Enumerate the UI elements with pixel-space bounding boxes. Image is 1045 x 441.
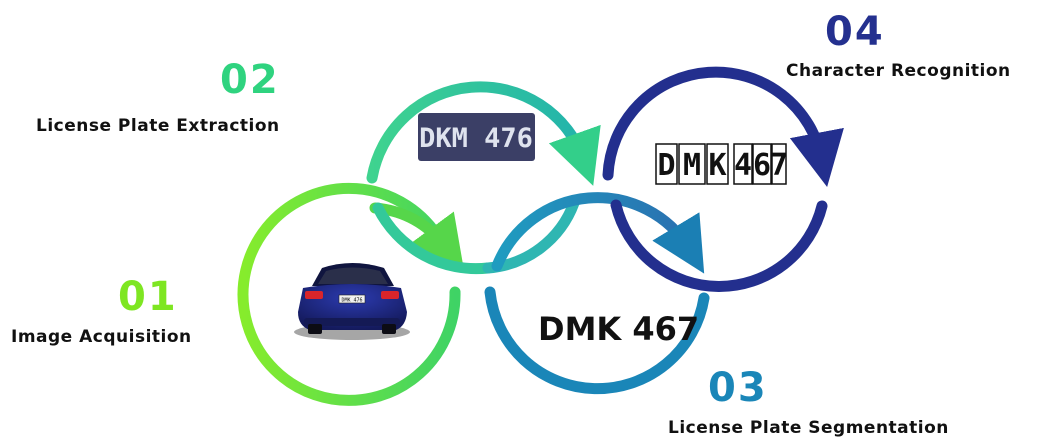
svg-text:4: 4 (734, 148, 752, 183)
car-taillight-right (381, 291, 399, 299)
ring-04-bottom-arc (610, 199, 828, 292)
character-box: M (678, 143, 706, 185)
character-box: 6 (752, 143, 772, 185)
step-01-label: Image Acquisition (11, 327, 192, 347)
extracted-plate: DKM 476 (418, 113, 535, 161)
svg-text:M: M (683, 148, 701, 183)
ring-01-arc (237, 182, 461, 406)
step-04-number: 04 (825, 9, 885, 55)
step-04-label: Character Recognition (786, 61, 1011, 81)
ring-license-plate-segmentation (484, 192, 710, 395)
car-image: DMK 476 (294, 263, 410, 340)
segmented-plate-text: DMK 467 (538, 310, 699, 348)
step-03-number: 03 (708, 365, 768, 411)
svg-text:6: 6 (753, 148, 771, 183)
step-02-label: License Plate Extraction (36, 116, 280, 136)
ring-03-bottom-arc (484, 286, 710, 395)
extracted-plate-text: DKM 476 (419, 123, 533, 154)
car-bumper (304, 318, 400, 326)
step-03-label: License Plate Segmentation (668, 418, 949, 438)
ring-02-top-arc (366, 81, 601, 186)
recognized-characters: D M K 4 6 7 (655, 143, 788, 185)
car-plate-text: DMK 476 (341, 298, 362, 304)
ring-04-top-arc (602, 66, 844, 188)
step-01: 01 Image Acquisition (11, 274, 192, 347)
car-rear-window (318, 267, 388, 284)
car-wheel-left (308, 324, 322, 334)
step-02-number: 02 (220, 57, 280, 103)
step-03: 03 License Plate Segmentation (668, 365, 949, 438)
car-plate (338, 294, 366, 304)
ring-character-recognition (602, 66, 844, 292)
step-01-number: 01 (118, 274, 178, 320)
ring-02-bottom-arc (372, 202, 494, 275)
character-box: 7 (770, 143, 788, 185)
svg-text:7: 7 (770, 148, 788, 183)
extracted-plate-background (418, 113, 535, 161)
step-02: 02 License Plate Extraction (36, 57, 280, 136)
character-box: K (706, 143, 729, 185)
car-taillight-left (305, 291, 323, 299)
svg-text:D: D (657, 148, 675, 183)
svg-text:K: K (708, 148, 726, 183)
car-wheel-right (382, 324, 396, 334)
character-box: 4 (733, 143, 753, 185)
ring-03-top-arc (491, 192, 705, 274)
character-box: D (655, 143, 678, 185)
step-04: 04 Character Recognition (786, 9, 1011, 81)
